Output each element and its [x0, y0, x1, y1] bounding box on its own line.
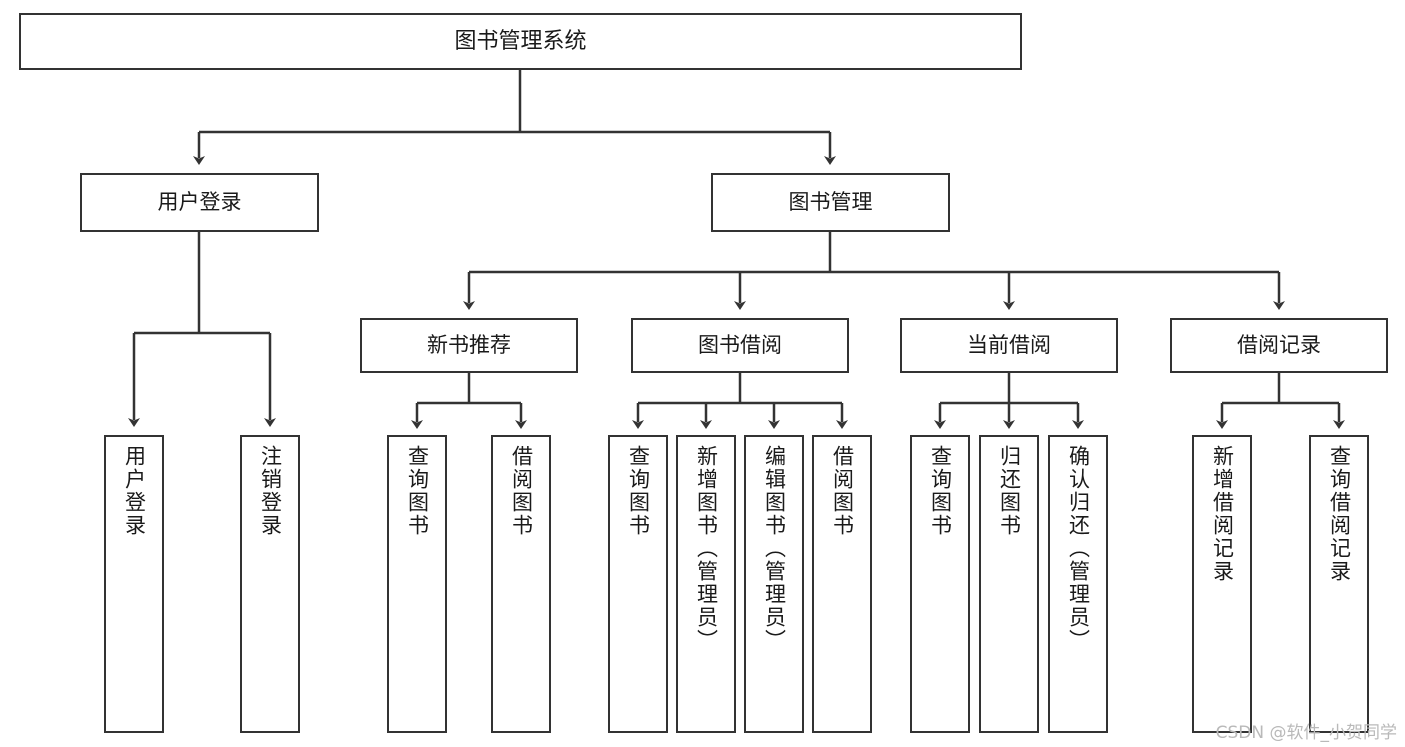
- leaf-current-confirm-return[interactable]: 确认归还（管理员）: [1048, 435, 1108, 733]
- node-new-book-recommend-label: 新书推荐: [427, 333, 511, 358]
- leaf-label: 新增借阅记录: [1210, 445, 1235, 583]
- leaf-label: 用户登录: [122, 445, 147, 537]
- node-book-borrow-label: 图书借阅: [698, 333, 782, 358]
- node-borrow-record[interactable]: 借阅记录: [1170, 318, 1388, 373]
- leaf-recommend-borrow-book[interactable]: 借阅图书: [491, 435, 551, 733]
- leaf-label: 确认归还（管理员）: [1066, 445, 1091, 652]
- leaf-borrow-borrow-book[interactable]: 借阅图书: [812, 435, 872, 733]
- leaf-user-login-login[interactable]: 用户登录: [104, 435, 164, 733]
- leaf-label: 注销登录: [258, 445, 283, 537]
- leaf-label: 查询图书: [405, 445, 430, 537]
- leaf-label: 查询借阅记录: [1327, 445, 1352, 583]
- node-book-management-label: 图书管理: [788, 190, 873, 215]
- leaf-current-query-book[interactable]: 查询图书: [910, 435, 970, 733]
- leaf-record-query-record[interactable]: 查询借阅记录: [1309, 435, 1369, 733]
- node-current-borrow-label: 当前借阅: [967, 333, 1051, 358]
- node-root-label: 图书管理系统: [454, 28, 587, 54]
- leaf-borrow-edit-book[interactable]: 编辑图书（管理员）: [744, 435, 804, 733]
- node-user-login[interactable]: 用户登录: [80, 173, 319, 232]
- leaf-record-add-record[interactable]: 新增借阅记录: [1192, 435, 1252, 733]
- leaf-user-login-logout[interactable]: 注销登录: [240, 435, 300, 733]
- leaf-label: 归还图书: [997, 445, 1022, 537]
- node-book-management[interactable]: 图书管理: [711, 173, 950, 232]
- node-book-borrow[interactable]: 图书借阅: [631, 318, 849, 373]
- watermark: CSDN @软件_小贺同学: [1215, 723, 1397, 743]
- leaf-label: 编辑图书（管理员）: [762, 445, 787, 652]
- node-current-borrow[interactable]: 当前借阅: [900, 318, 1118, 373]
- leaf-current-return-book[interactable]: 归还图书: [979, 435, 1039, 733]
- leaf-recommend-query-book[interactable]: 查询图书: [387, 435, 447, 733]
- leaf-label: 借阅图书: [509, 445, 534, 537]
- leaf-borrow-add-book[interactable]: 新增图书（管理员）: [676, 435, 736, 733]
- leaf-label: 查询图书: [626, 445, 651, 537]
- leaf-borrow-query-book[interactable]: 查询图书: [608, 435, 668, 733]
- leaf-label: 新增图书（管理员）: [694, 445, 719, 652]
- node-new-book-recommend[interactable]: 新书推荐: [360, 318, 578, 373]
- node-user-login-label: 用户登录: [157, 190, 242, 215]
- node-root[interactable]: 图书管理系统: [19, 13, 1022, 70]
- leaf-label: 借阅图书: [830, 445, 855, 537]
- leaf-label: 查询图书: [928, 445, 953, 537]
- node-borrow-record-label: 借阅记录: [1237, 333, 1321, 358]
